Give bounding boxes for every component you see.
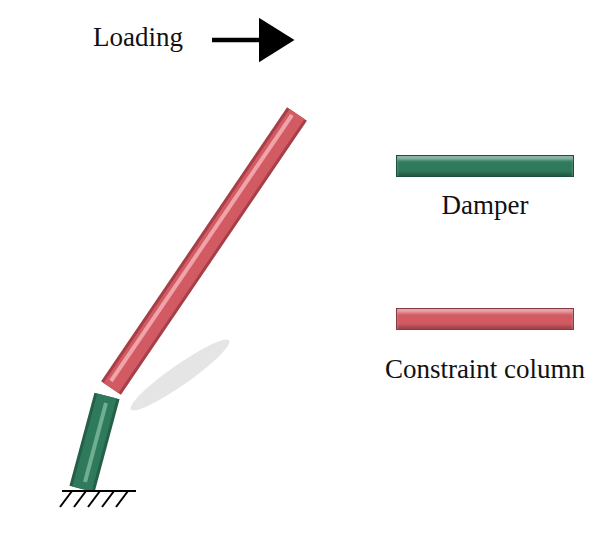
damper-member [82,396,107,489]
legend-text: Constraint column [380,352,590,387]
legend-swatch [396,308,574,330]
legend-swatch [396,155,574,177]
constraint-column-member [111,114,297,388]
loading-arrow [212,38,290,43]
load-label: Loading [93,20,183,55]
legend-text: Damper [380,188,590,223]
fixed-support [60,491,136,507]
